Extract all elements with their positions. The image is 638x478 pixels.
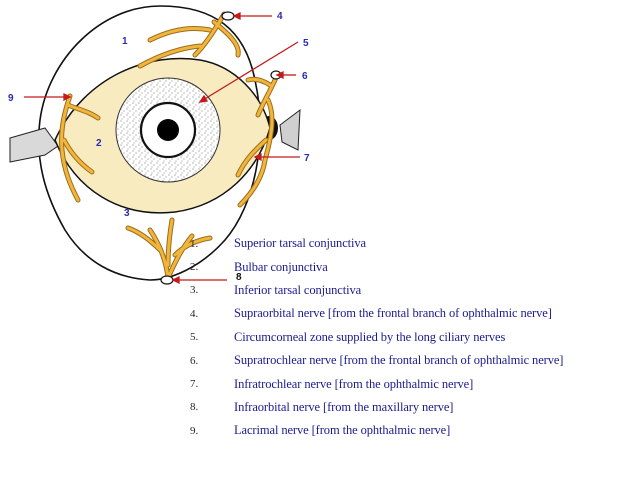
- legend-text: Superior tarsal conjunctiva: [234, 236, 366, 251]
- legend-item: 3. Inferior tarsal conjunctiva: [190, 279, 635, 302]
- legend-list: 1. Superior tarsal conjunctiva 2. Bulbar c…: [190, 232, 635, 443]
- callout-numbers: 1 2 3 4 5 6 7 8 9: [8, 11, 310, 283]
- legend-text: Circumcorneal zone supplied by the long …: [234, 329, 506, 344]
- legend-text: Supraorbital nerve [from the frontal bra…: [234, 306, 552, 321]
- legend-item: 4. Supraorbital nerve [from the frontal b…: [190, 302, 635, 325]
- callout-8: 8: [236, 272, 242, 283]
- legend-number: 9.: [190, 424, 199, 437]
- pointer-lines: [24, 11, 300, 285]
- legend-item: 9. Lacrimal nerve [from the ophthalmic ne…: [190, 419, 635, 442]
- callout-5: 5: [303, 38, 309, 49]
- legend-item: 1. Superior tarsal conjunctiva: [190, 232, 635, 255]
- callout-2: 2: [96, 138, 102, 149]
- callout-1: 1: [122, 36, 128, 47]
- legend-text: Inferior tarsal conjunctiva: [234, 282, 362, 297]
- legend-item: 6. Supratrochlear nerve [from the frontal…: [190, 349, 635, 372]
- legend-item: 2. Bulbar conjunctiva: [190, 255, 635, 278]
- legend-number: 5.: [190, 331, 199, 344]
- callout-6: 6: [302, 71, 308, 82]
- legend-text: Supratrochlear nerve [from the frontal b…: [234, 353, 564, 368]
- medial-canthus-tissue: [279, 108, 301, 151]
- callout-7: 7: [304, 153, 310, 164]
- legend-number: 7.: [190, 378, 199, 391]
- legend-number: 6.: [190, 354, 199, 367]
- legend-item: 5. Circumcorneal zone supplied by the lon…: [190, 326, 635, 349]
- legend-text: Infraorbital nerve [from the maxillary n…: [234, 399, 454, 414]
- lateral-canthus: [9, 127, 59, 163]
- legend-text: Infratrochlear nerve [from the ophthalmi…: [234, 376, 474, 391]
- callout-9: 9: [8, 93, 14, 104]
- legend-item: 8. Infraorbital nerve [from the maxillary…: [190, 396, 635, 419]
- legend-number: 8.: [190, 401, 199, 414]
- callout-4: 4: [277, 11, 283, 22]
- nerves: [59, 11, 282, 285]
- legend-text: Lacrimal nerve [from the ophthalmic nerv…: [234, 423, 451, 438]
- legend-text: Bulbar conjunctiva: [234, 259, 328, 274]
- legend-number: 3.: [190, 284, 199, 297]
- legend-number: 4.: [190, 307, 199, 320]
- legend-number: 1.: [190, 237, 199, 250]
- legend-number: 2.: [190, 261, 199, 274]
- legend-item: 7. Infratrochlear nerve [from the ophthal…: [190, 372, 635, 395]
- pupil: [157, 119, 179, 141]
- callout-3: 3: [124, 208, 130, 219]
